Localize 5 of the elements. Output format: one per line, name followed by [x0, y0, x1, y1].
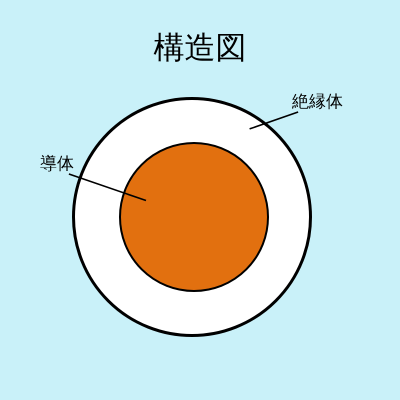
leader-line: [249, 111, 298, 130]
leader-line: [68, 173, 146, 202]
title: 構造図: [152, 29, 248, 68]
part-label: 導体: [40, 154, 74, 174]
part-label: 絶縁体: [292, 92, 343, 112]
